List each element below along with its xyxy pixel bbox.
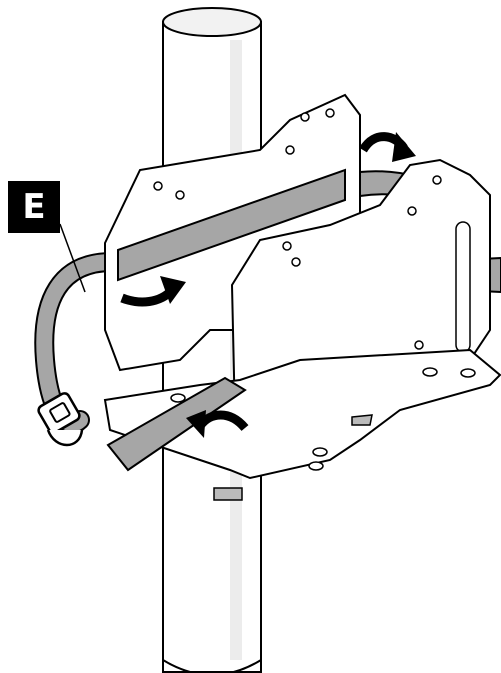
callout-letter: E (22, 187, 46, 227)
curved-arrow-lower-center (186, 410, 249, 438)
curved-arrow-middle-left (120, 276, 186, 307)
base-shelf (103, 348, 501, 480)
strap-buckle-icon (37, 392, 84, 447)
strap-lower-band (106, 376, 247, 501)
callout-leader-line (59, 223, 86, 293)
callout-label-box: E (8, 181, 60, 233)
curved-arrow-upper-right (359, 132, 416, 162)
